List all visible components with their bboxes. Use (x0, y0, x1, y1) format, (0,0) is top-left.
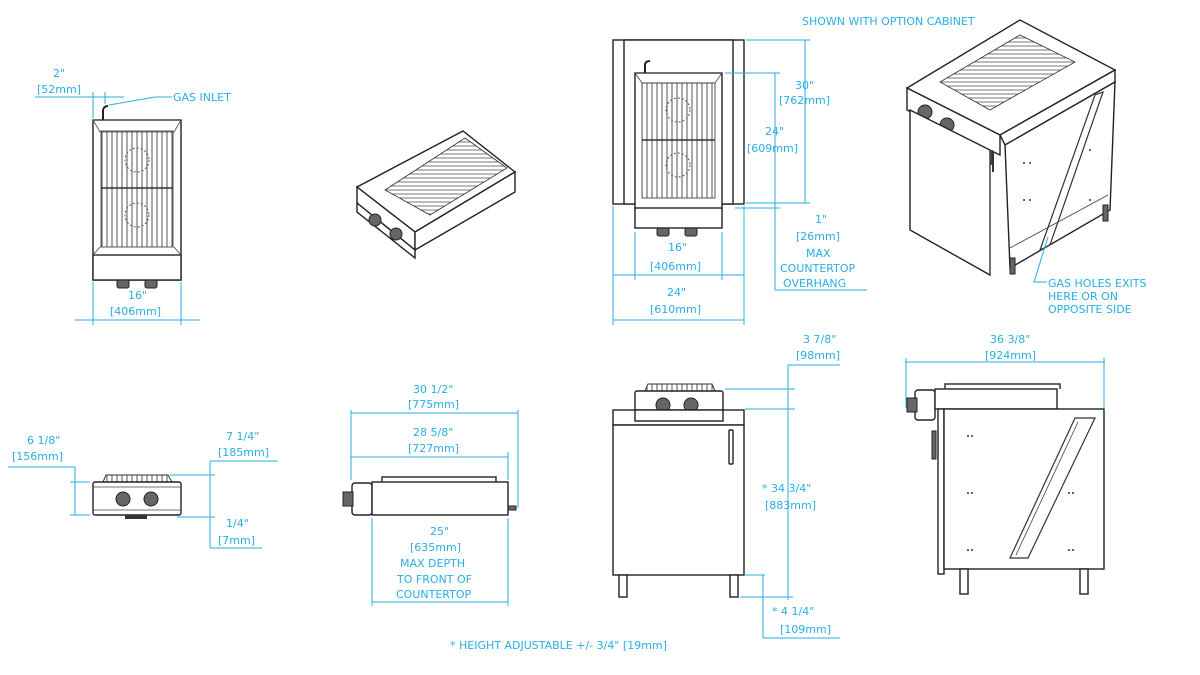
side-view-cabinet (905, 358, 1105, 595)
cabinet-width-imperial: 24" (667, 286, 686, 299)
grill-depth-metric: [609mm] (747, 142, 798, 155)
gas-holes-note-1: GAS HOLES EXITS (1048, 277, 1146, 290)
knob (389, 227, 403, 241)
gas-holes-note-2: HERE OR ON (1048, 290, 1118, 303)
cab-grill-width-imperial: 16" (668, 241, 687, 254)
cab-grill-above-imperial: 3 7/8" (803, 333, 836, 346)
cab-grill-width-metric: [406mm] (650, 260, 701, 273)
footnote: * HEIGHT ADJUSTABLE +/- 3/4" [19mm] (450, 639, 667, 652)
front-body-metric: [185mm] (218, 446, 269, 459)
side-overall-metric: [775mm] (408, 398, 459, 411)
front-gap-imperial: 1/4" (226, 517, 249, 530)
counter-height-metric: [883mm] (765, 499, 816, 512)
gas-holes-note-3: OPPOSITE SIDE (1048, 303, 1132, 316)
knob (116, 279, 130, 289)
control-panel (92, 254, 182, 281)
side-view-grill (342, 410, 519, 606)
iso-grill (355, 130, 517, 260)
side-body-metric: [727mm] (408, 442, 459, 455)
gas-offset-metric: [52mm] (37, 83, 81, 96)
cabinet-depth-imperial: 30" (795, 79, 814, 92)
overhang-note-3: OVERHANG (783, 277, 846, 290)
side-maxdepth-imperial: 25" (430, 525, 449, 538)
iso-caption: SHOWN WITH OPTION CABINET (802, 15, 975, 28)
overhang-note-1: MAX (806, 247, 831, 260)
top-view-grill (35, 92, 200, 325)
leg-height-metric: [109mm] (780, 623, 831, 636)
overhang-imperial: 1" (815, 213, 827, 226)
front-view-grill (8, 460, 278, 549)
iso-cabinet (905, 19, 1117, 283)
gas-offset-imperial: 2" (53, 67, 65, 80)
overhang-note-2: COUNTERTOP (780, 262, 856, 275)
top-view-cabinet (612, 39, 867, 325)
front-view-cabinet (612, 364, 840, 639)
gas-inlet-label: GAS INLET (173, 91, 231, 104)
gas-inlet-pipe (102, 105, 109, 120)
cabinet-width-metric: [610mm] (650, 303, 701, 316)
front-total-metric: [156mm] (12, 450, 63, 463)
side-maxdepth-note-2: TO FRONT OF (396, 573, 472, 586)
grate (100, 130, 174, 248)
overhang-metric: [26mm] (796, 230, 840, 243)
top-width-metric: [406mm] (110, 305, 161, 318)
front-gap-metric: [7mm] (218, 534, 255, 547)
grill-depth-imperial: 24" (765, 125, 784, 138)
side-maxdepth-note-3: COUNTERTOP (396, 588, 472, 601)
cab-grill-above-metric: [98mm] (796, 349, 840, 362)
cabinet-depth-metric: [762mm] (779, 94, 830, 107)
knob (144, 279, 158, 289)
side-maxdepth-metric: [635mm] (410, 541, 461, 554)
side-cab-depth-metric: [924mm] (985, 349, 1036, 362)
side-maxdepth-note-1: MAX DEPTH (400, 557, 465, 570)
counter-height-imperial: * 34 3/4" (762, 482, 811, 495)
front-body-imperial: 7 1/4" (226, 430, 259, 443)
side-body-imperial: 28 5/8" (413, 426, 453, 439)
knob (368, 213, 382, 227)
leg-height-imperial: * 4 1/4" (772, 605, 814, 618)
side-overall-imperial: 30 1/2" (413, 383, 453, 396)
front-total-imperial: 6 1/8" (27, 434, 60, 447)
side-cab-depth-imperial: 36 3/8" (990, 333, 1030, 346)
top-width-imperial: 16" (128, 289, 147, 302)
